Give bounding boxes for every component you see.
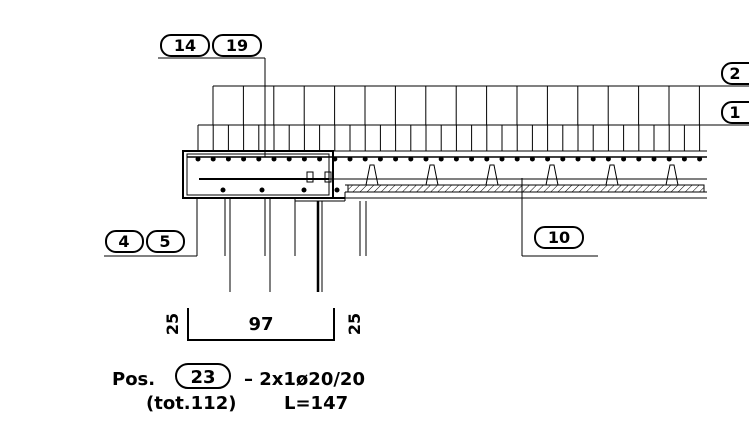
rebar-dot	[651, 156, 657, 162]
rebar-leader-ticks	[197, 86, 701, 151]
pos-length: L=147	[284, 393, 348, 414]
rebar-dot	[545, 156, 551, 162]
callout-10: 10	[534, 226, 584, 249]
pos-prefix: Pos.	[112, 369, 155, 390]
leader-lines	[104, 57, 749, 257]
pos-spec: – 2x1ø20/20	[244, 369, 365, 390]
rebar-dot	[334, 187, 340, 193]
rebar-dot	[469, 156, 475, 162]
rebar-dot	[590, 156, 596, 162]
lattice-girder	[605, 164, 619, 186]
lattice-girder	[365, 164, 379, 186]
rebar-dot	[241, 156, 247, 162]
svg-text:14: 14	[174, 36, 196, 55]
rebar-dot	[195, 156, 201, 162]
callout-14: 14	[160, 34, 210, 57]
rebar-dot	[484, 156, 490, 162]
rebar-dot	[423, 156, 429, 162]
rebar-dot	[225, 156, 231, 162]
svg-text:10: 10	[548, 228, 570, 247]
rebar-dot	[286, 156, 292, 162]
rebar-dot	[697, 156, 703, 162]
svg-text:4: 4	[118, 232, 129, 251]
pos-total: (tot.112)	[146, 393, 236, 414]
rebar-dot	[377, 156, 383, 162]
svg-text:1: 1	[729, 103, 740, 122]
rebar-dot	[210, 156, 216, 162]
rebar-dot	[271, 156, 277, 162]
dim-middle: 97	[248, 314, 273, 335]
pos-number: 23	[190, 367, 215, 388]
callout-2: 2	[721, 62, 749, 85]
rebar-dot	[575, 156, 581, 162]
rebar-dot	[362, 156, 368, 162]
rebar-dot	[256, 156, 262, 162]
bar-shape-diagram: 25 97 25	[163, 308, 364, 341]
rebar-dot	[514, 156, 520, 162]
hatched-plank	[347, 184, 705, 193]
rebar-dot	[301, 187, 307, 193]
rebar-dot	[393, 156, 399, 162]
svg-text:19: 19	[226, 36, 248, 55]
rebar-dot	[529, 156, 535, 162]
rebar-dot	[301, 156, 307, 162]
vertical-bars	[196, 198, 367, 292]
rebar-dot	[317, 156, 323, 162]
callout-5: 5	[146, 230, 185, 253]
rebar-dot	[408, 156, 414, 162]
rebar-dot	[621, 156, 627, 162]
rebar-dot	[666, 156, 672, 162]
rebar-dot	[560, 156, 566, 162]
rebar-dots	[195, 156, 703, 193]
lattice-girder	[545, 164, 559, 186]
callout-1: 1	[721, 101, 749, 124]
rebar-dot	[332, 156, 338, 162]
svg-text:2: 2	[729, 64, 740, 83]
rebar-dot	[220, 187, 226, 193]
lattice-girder	[665, 164, 679, 186]
dim-left: 25	[163, 313, 182, 335]
rebar-dot	[636, 156, 642, 162]
rebar-dot	[347, 156, 353, 162]
lattice-girders	[365, 164, 679, 186]
callout-4: 4	[105, 230, 144, 253]
rebar-dot	[499, 156, 505, 162]
rebar-dot	[259, 187, 265, 193]
svg-text:5: 5	[159, 232, 170, 251]
lattice-girder	[425, 164, 439, 186]
beam-section	[182, 150, 707, 202]
rebar-dot	[438, 156, 444, 162]
position-note: Pos. 23 – 2x1ø20/20 (tot.112) L=147	[112, 363, 365, 414]
rebar-dot	[605, 156, 611, 162]
lattice-girder	[485, 164, 499, 186]
stirrup-markers	[306, 171, 332, 183]
callout-19: 19	[212, 34, 262, 57]
dim-right: 25	[345, 313, 364, 335]
rebar-dot	[681, 156, 687, 162]
rebar-dot	[453, 156, 459, 162]
